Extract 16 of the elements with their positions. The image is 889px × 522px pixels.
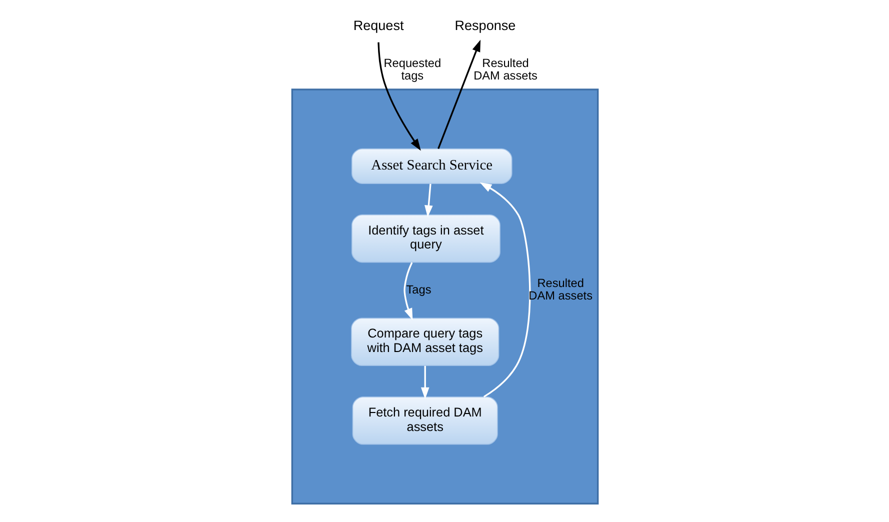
node-box: Fetch required DAM assets	[352, 396, 498, 445]
cluster	[290, 88, 598, 504]
arrow	[403, 262, 412, 320]
node-box: Asset Search Service	[350, 148, 512, 184]
node-box: Identify tags in asset query	[350, 214, 500, 263]
edge-label: Tags	[406, 282, 431, 296]
arrow	[479, 182, 530, 398]
edge-label: Requested tags	[383, 56, 441, 83]
node-text: Response	[454, 18, 516, 34]
arrow	[437, 40, 480, 150]
arrow	[424, 184, 432, 218]
node-box: Compare query tags with DAM asset tags	[350, 318, 499, 366]
arrow	[420, 366, 429, 400]
arrow	[377, 42, 420, 151]
node-text: Request	[352, 18, 404, 34]
edge-label: Resulted DAM assets	[473, 56, 537, 83]
